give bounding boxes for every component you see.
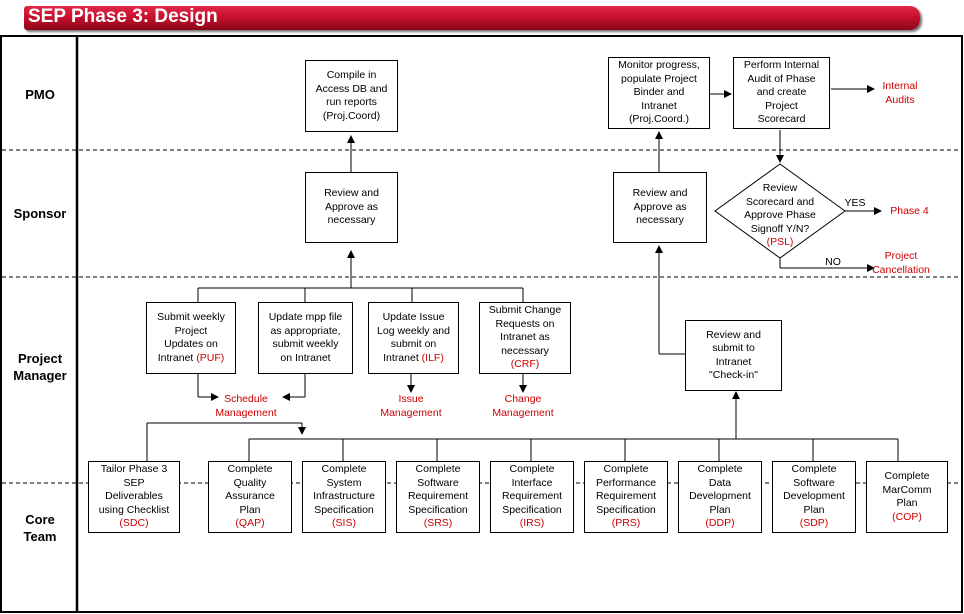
core-team-box-irs: Complete Interface Requirement Specifica… bbox=[490, 461, 574, 533]
core-team-box-srs: Complete Software Requirement Specificat… bbox=[396, 461, 480, 533]
schedule-management-label: Schedule Management bbox=[215, 393, 277, 419]
core-team-box-prs: Complete Performance Requirement Specifi… bbox=[584, 461, 668, 533]
title-banner bbox=[24, 6, 920, 30]
mpp-box: Update mpp file as appropriate, submit w… bbox=[258, 302, 353, 374]
internal-audits-label: Internal Audits bbox=[882, 80, 918, 106]
outer-frame bbox=[0, 35, 963, 613]
project-cancellation-label: Project Cancellation bbox=[872, 250, 930, 276]
ilf-box: Update Issue Log weekly and submit on In… bbox=[368, 302, 459, 374]
lane-label-pmo: PMO bbox=[25, 87, 55, 102]
no-label: NO bbox=[825, 256, 841, 268]
core-team-box-ddp: Complete Data Development Plan (DDP) bbox=[678, 461, 762, 533]
checkin-box: Review and submit to Intranet "Check-in" bbox=[685, 320, 782, 391]
lane-label-sponsor: Sponsor bbox=[13, 206, 67, 221]
core-team-box-qap: Complete Quality Assurance Plan (QAP) bbox=[208, 461, 292, 533]
core-team-box-cop: Complete MarComm Plan (COP) bbox=[866, 461, 948, 533]
core-team-box-sis: Complete System Infrastructure Specifica… bbox=[302, 461, 386, 533]
lane-label-core-team: Core Team bbox=[23, 512, 57, 544]
puf-box: Submit weekly Project Updates on Intrane… bbox=[146, 302, 236, 374]
crf-box: Submit Change Requests on Intranet as ne… bbox=[479, 302, 571, 374]
audit-box: Perform Internal Audit of Phase and crea… bbox=[733, 57, 830, 129]
lane-label-project-manager: Project Manager bbox=[13, 351, 67, 383]
core-team-box-sdc: Tailor Phase 3 SEP Deliverables using Ch… bbox=[88, 461, 180, 533]
page-title: SEP Phase 3: Design bbox=[28, 6, 218, 27]
phase4-label: Phase 4 bbox=[890, 205, 929, 217]
monitor-box: Monitor progress, populate Project Binde… bbox=[608, 57, 710, 129]
review-approve-right-box: Review and Approve as necessary bbox=[613, 172, 707, 243]
core-team-box-sdp: Complete Software Development Plan (SDP) bbox=[772, 461, 856, 533]
yes-label: YES bbox=[844, 197, 866, 209]
decision-text: Review Scorecard and Approve Phase Signo… bbox=[744, 182, 816, 248]
issue-management-label: Issue Management bbox=[380, 393, 442, 419]
change-management-label: Change Management bbox=[492, 393, 554, 419]
review-approve-left-box: Review and Approve as necessary bbox=[305, 172, 398, 243]
compile-box: Compile in Access DB and run reports (Pr… bbox=[305, 60, 398, 132]
